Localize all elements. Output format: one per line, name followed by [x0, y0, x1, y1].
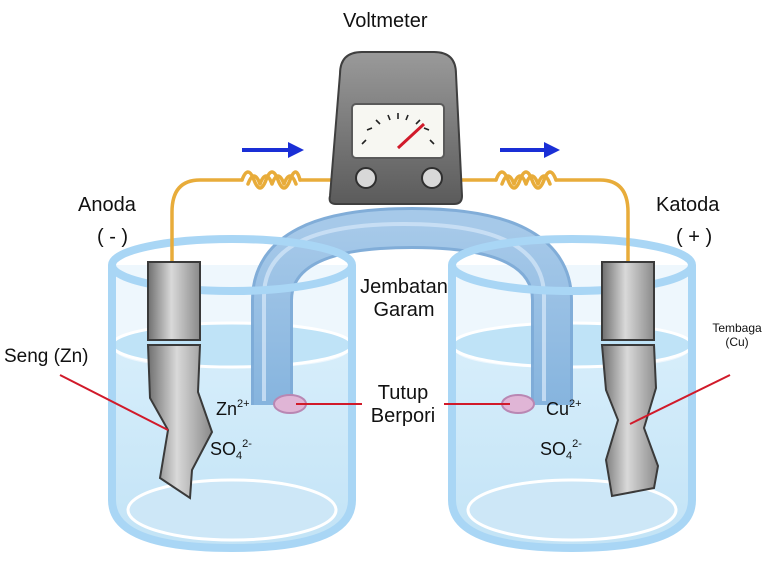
cathode-sign: ( + ) — [676, 226, 713, 248]
salt-bridge-label-line1: Jembatan — [360, 276, 448, 298]
right-anion-charge: 2- — [572, 438, 582, 450]
left-cation-charge: 2+ — [237, 398, 250, 410]
salt-bridge-label-line2: Garam — [373, 299, 435, 321]
zinc-label: Seng (Zn) — [4, 346, 89, 367]
porous-plug-label-line1: Tutup — [377, 382, 429, 404]
voltmeter-left-terminal — [355, 167, 377, 189]
voltmeter-dial — [351, 103, 445, 159]
right-beaker-base — [466, 478, 678, 542]
left-beaker-rim — [108, 235, 356, 295]
voltmeter-title: Voltmeter — [343, 10, 428, 32]
voltmeter — [328, 51, 464, 205]
copper-pointer-line — [629, 374, 731, 425]
left-flow-arrow — [242, 142, 304, 158]
right-flow-arrow — [500, 142, 560, 158]
salt-bridge-label: Jembatan Garam — [340, 276, 468, 322]
right-anion-label: SO42- — [540, 438, 582, 462]
wire — [170, 170, 630, 264]
voltmeter-right-terminal — [421, 167, 443, 189]
left-beaker-base — [126, 478, 338, 542]
right-beaker-rim — [448, 235, 696, 295]
right-cation-charge: 2+ — [569, 398, 582, 410]
right-anion-subscript: 4 — [566, 450, 573, 462]
cathode-label: Katoda — [656, 194, 720, 216]
voltmeter-scale — [361, 113, 435, 145]
left-anion-charge: 2- — [242, 438, 252, 450]
left-anion-label: SO42- — [210, 438, 252, 462]
zinc-electrode — [146, 261, 214, 500]
copper-label-line2: (Cu) — [725, 334, 749, 349]
copper-electrode — [600, 261, 660, 498]
porous-plug-label: Tutup Berpori — [350, 382, 456, 428]
right-cation-symbol: Cu — [546, 399, 570, 419]
porous-plug-label-line2: Berpori — [370, 405, 436, 427]
voltmeter-needle — [396, 122, 426, 150]
left-cation-label: Zn2+ — [216, 398, 250, 420]
zinc-pointer-line — [59, 374, 169, 431]
pointer-lines — [59, 374, 731, 431]
copper-label-line1: Tembaga — [712, 321, 762, 335]
copper-label: Tembaga (Cu) — [702, 321, 772, 350]
left-anion-subscript: 4 — [236, 450, 243, 462]
right-cation-label: Cu2+ — [546, 398, 582, 420]
right-anion-symbol: SO — [540, 439, 567, 459]
anode-sign: ( - ) — [97, 226, 129, 248]
left-cation-symbol: Zn — [216, 399, 238, 419]
left-anion-symbol: SO — [210, 439, 237, 459]
salt-bridge — [251, 206, 573, 414]
anode-label: Anoda — [78, 194, 136, 216]
